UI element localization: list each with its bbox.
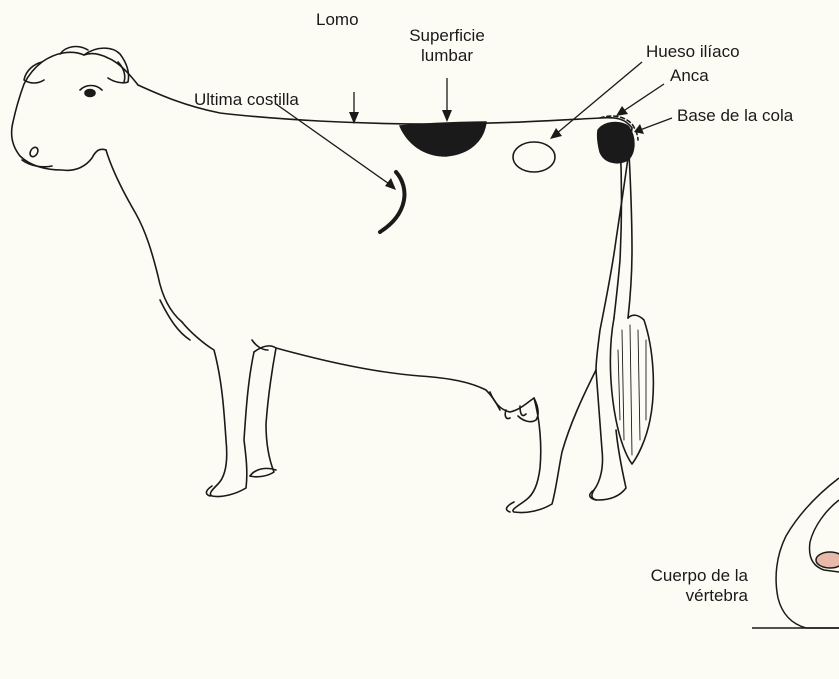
label-superficie-lumbar-line1: Superficie — [390, 26, 504, 46]
label-hueso-iliaco: Hueso ilíaco — [646, 42, 740, 62]
cow-front-leg-far — [250, 346, 276, 477]
cow-udder — [490, 392, 538, 422]
label-base-de-la-cola: Base de la cola — [677, 106, 793, 126]
cow-front-hoof-far — [250, 468, 276, 476]
ultima-costilla-leader-line — [276, 104, 392, 186]
cow-rear-outline — [596, 128, 632, 370]
hueso-iliaco-leader-line — [556, 62, 642, 134]
lumbar-surface-region — [400, 122, 486, 156]
label-lomo: Lomo — [316, 10, 359, 30]
cow-dewlap — [106, 150, 182, 322]
cow-tail-switch-hair — [618, 325, 646, 455]
label-ultima-costilla: Ultima costilla — [194, 90, 299, 110]
cow-front-leg-near — [182, 322, 254, 497]
cow-elbow-mark — [252, 340, 268, 350]
cow-eye — [85, 90, 95, 97]
pin-bone-region — [598, 123, 634, 163]
hip-bone-region — [513, 142, 555, 172]
anca-leader-line — [622, 84, 664, 112]
anca-arrowhead — [616, 106, 628, 116]
cow-hind-leg-far — [592, 370, 626, 500]
cow-hind-leg-near — [513, 370, 596, 513]
label-superficie-lumbar-line2: lumbar — [390, 46, 504, 66]
cow-nostril — [28, 146, 39, 158]
ultima-costilla-arrowhead — [385, 178, 396, 190]
base-cola-leader-line — [640, 118, 672, 130]
cow-tail — [628, 134, 632, 318]
cow-shoulder-line — [160, 300, 190, 340]
lumbar-arrowhead — [442, 110, 452, 122]
label-anca: Anca — [670, 66, 709, 86]
cow-belly — [276, 348, 500, 410]
label-superficie-lumbar: Superficie lumbar — [390, 26, 504, 66]
label-cuerpo-vertebra-line1: Cuerpo de la — [624, 566, 748, 586]
label-cuerpo-vertebra-line2: vértebra — [624, 586, 748, 606]
cow-hind-hoof-far — [590, 490, 596, 500]
label-cuerpo-de-la-vertebra: Cuerpo de la vértebra — [624, 566, 748, 606]
vertebra-process — [816, 552, 839, 568]
